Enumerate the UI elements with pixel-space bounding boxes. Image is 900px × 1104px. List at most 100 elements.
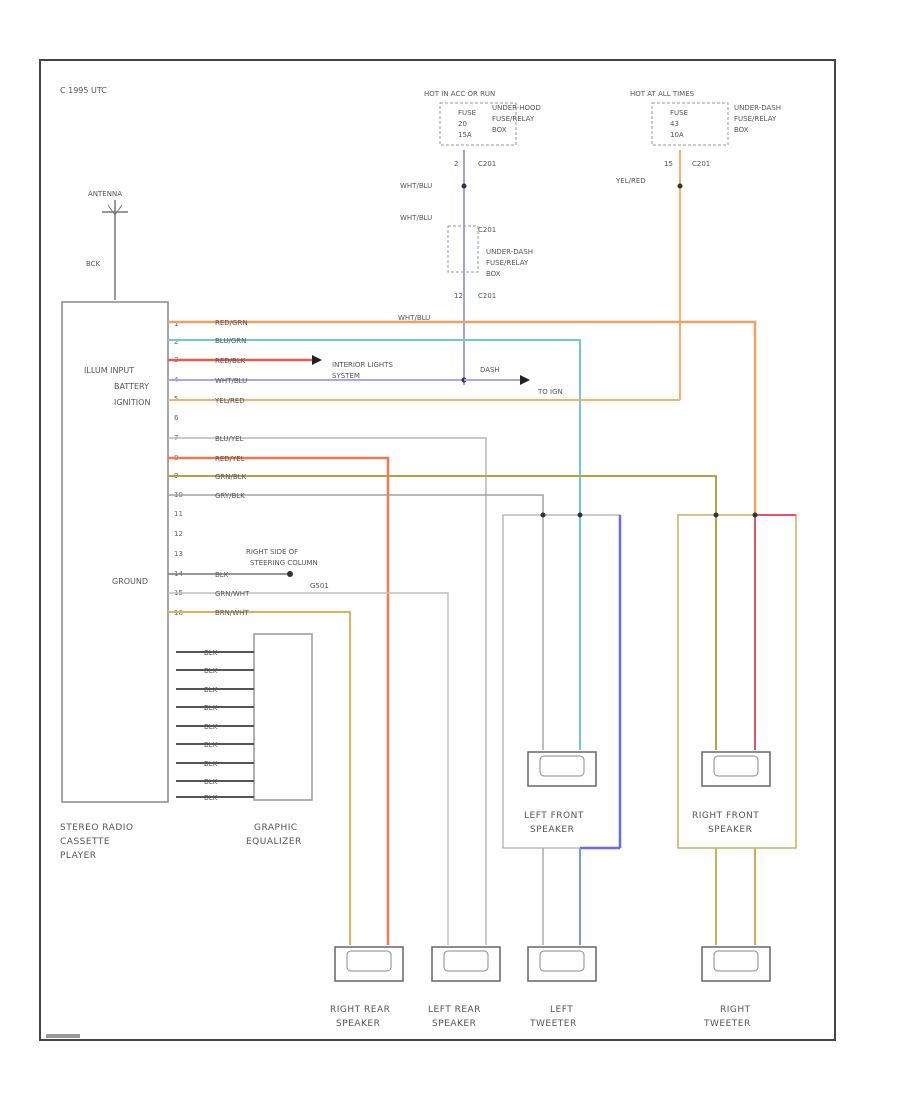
fuse-right-line2: 43 — [670, 120, 679, 128]
wire-blu-grn — [168, 339, 581, 515]
right-front-speaker-group: RIGHT FRONT SPEAKER — [677, 512, 797, 945]
equalizer-name-2: EQUALIZER — [246, 837, 302, 847]
right-rear-speaker: RIGHT REAR SPEAKER — [330, 946, 404, 1029]
left-front-speaker-group: LEFT FRONT SPEAKER — [502, 512, 622, 945]
wire-blu-yel — [168, 437, 487, 945]
eq-wire-label: BLK — [204, 723, 218, 731]
wire-label-grn-blk: GRN/BLK — [215, 473, 247, 481]
pin-label: 2 — [174, 338, 178, 346]
dash-fuse-box: UNDER-DASH FUSE/RELAY BOX C201 12 C201 — [447, 225, 533, 300]
diagram-frame — [39, 59, 836, 1041]
radio-input-illum: ILLUM INPUT — [84, 366, 134, 375]
eq-wire-label: BLK — [204, 778, 218, 786]
left-tweeter-label-2: TWEETER — [529, 1019, 577, 1029]
dash-box-connector-top: C201 — [478, 226, 496, 234]
note-ground-3: G501 — [310, 582, 329, 590]
right-rear-label-2: SPEAKER — [336, 1019, 380, 1029]
eq-wire-label: BLK — [204, 704, 218, 712]
wire-red-yel — [168, 456, 390, 945]
dash-box-line2: FUSE/RELAY — [486, 259, 529, 267]
arrow-icon — [312, 355, 322, 365]
dash-box-line3: BOX — [486, 270, 501, 278]
left-front-label-1: LEFT FRONT — [524, 811, 584, 821]
fuse-left-box1: UNDER-HOOD — [492, 104, 541, 112]
note-ground-2: STEERING COLUMN — [250, 559, 318, 567]
left-tweeter-label-1: LEFT — [550, 1005, 573, 1015]
fuse-box-left: HOT IN ACC OR RUN FUSE 20 15A UNDER-HOOD… — [424, 90, 541, 168]
eq-wire-label: BLK — [204, 686, 218, 694]
diagram-code: C 1995 UTC — [60, 86, 107, 95]
eq-wire-label: BLK — [204, 760, 218, 768]
note-interior-lights-2: SYSTEM — [332, 372, 360, 380]
eq-wire-label: BLK — [204, 667, 218, 675]
fuse-right-pin: 15 — [664, 160, 673, 168]
right-tweeter: RIGHT TWEETER — [701, 946, 771, 1029]
splice-dot — [677, 183, 683, 189]
fuse-left-line1: FUSE — [458, 109, 476, 117]
antenna: ANTENNA BCK — [86, 190, 128, 300]
fuse-right-box3: BOX — [734, 126, 749, 134]
radio-wires: RED/GRN WHT/BLU BLU/GRN RED/BLK INTERIOR… — [168, 314, 757, 945]
wire-brn-wht — [168, 611, 351, 945]
wire-label-grn-wht: GRN/WHT — [215, 590, 250, 598]
fuse-box-right: HOT AT ALL TIMES FUSE 43 10A UNDER-DASH … — [630, 90, 781, 168]
wire-label-wht-blu-2: WHT/BLU — [400, 214, 432, 222]
wire-label-yel-red: YEL/RED — [615, 177, 646, 185]
wire-label-blu-grn: BLU/GRN — [215, 337, 246, 345]
fuse-right-line3: 10A — [670, 131, 684, 139]
splice-dot — [461, 183, 467, 189]
right-front-speaker — [701, 751, 771, 787]
wire-label-gry-blk: GRY/BLK — [215, 492, 245, 500]
wire-label-wht-blu-4: WHT/BLU — [215, 377, 247, 385]
right-front-label-1: RIGHT FRONT — [692, 811, 759, 821]
equalizer-name-1: GRAPHIC — [254, 823, 298, 833]
left-front-speaker — [527, 751, 597, 787]
right-front-label-2: SPEAKER — [708, 825, 752, 835]
dash-box-pin: 12 — [454, 292, 463, 300]
eq-wire-label: BLK — [204, 741, 218, 749]
antenna-label: ANTENNA — [88, 190, 122, 198]
fuse-left-header: HOT IN ACC OR RUN — [424, 90, 495, 98]
right-tweeter-label-1: RIGHT — [720, 1005, 751, 1015]
radio-input-ignition: IGNITION — [114, 398, 150, 407]
wire-label-wht-blu: WHT/BLU — [400, 182, 432, 190]
note-dash: DASH — [480, 366, 500, 374]
fuse-left-box3: BOX — [492, 126, 507, 134]
pin-label: 1 — [174, 320, 178, 328]
wire-red-grn — [168, 320, 757, 515]
dash-box-line1: UNDER-DASH — [486, 248, 533, 256]
radio-unit-box — [61, 301, 169, 803]
graphic-equalizer: BLK BLK BLK BLK BLK BLK BLK BLK BLK GRAP… — [176, 633, 313, 847]
pin-label: 12 — [174, 530, 183, 538]
note-ground-1: RIGHT SIDE OF — [246, 548, 298, 556]
fuse-left-line3: 15A — [458, 131, 472, 139]
wire-gry-blk — [168, 494, 544, 515]
eq-wire-label: BLK — [204, 794, 218, 802]
wire-label-red-blk: RED/BLK — [215, 357, 246, 365]
fuse-left-connector: C201 — [478, 160, 496, 168]
fuse-left-pin: 2 — [454, 160, 458, 168]
radio-input-battery: BATTERY — [114, 382, 149, 391]
equalizer-box — [253, 633, 313, 801]
radio-ground-label: GROUND — [112, 577, 148, 586]
note-fuse-ref: TO IGN — [537, 388, 563, 396]
note-interior-lights-1: INTERIOR LIGHTS — [332, 361, 393, 369]
radio-name-1: STEREO RADIO — [60, 823, 134, 833]
fuse-left-box2: FUSE/RELAY — [492, 115, 535, 123]
dash-box-connector-bottom: C201 — [478, 292, 496, 300]
left-rear-speaker: LEFT REAR SPEAKER — [428, 946, 501, 1029]
footer-mark — [46, 1034, 80, 1038]
left-rear-label-2: SPEAKER — [432, 1019, 476, 1029]
arrow-icon — [520, 375, 530, 385]
fuse-left-line2: 20 — [458, 120, 467, 128]
left-rear-label-1: LEFT REAR — [428, 1005, 481, 1015]
fuse-right-header: HOT AT ALL TIMES — [630, 90, 695, 98]
radio-name-2: CASSETTE — [60, 837, 110, 847]
wire-label-red-yel: RED/YEL — [215, 455, 245, 463]
antenna-wire-label: BCK — [86, 260, 101, 268]
wire-label-blk: BLK — [215, 571, 229, 579]
wire-grn-wht — [168, 592, 449, 945]
pin-label: 13 — [174, 550, 183, 558]
fuse-right-box2: FUSE/RELAY — [734, 115, 777, 123]
